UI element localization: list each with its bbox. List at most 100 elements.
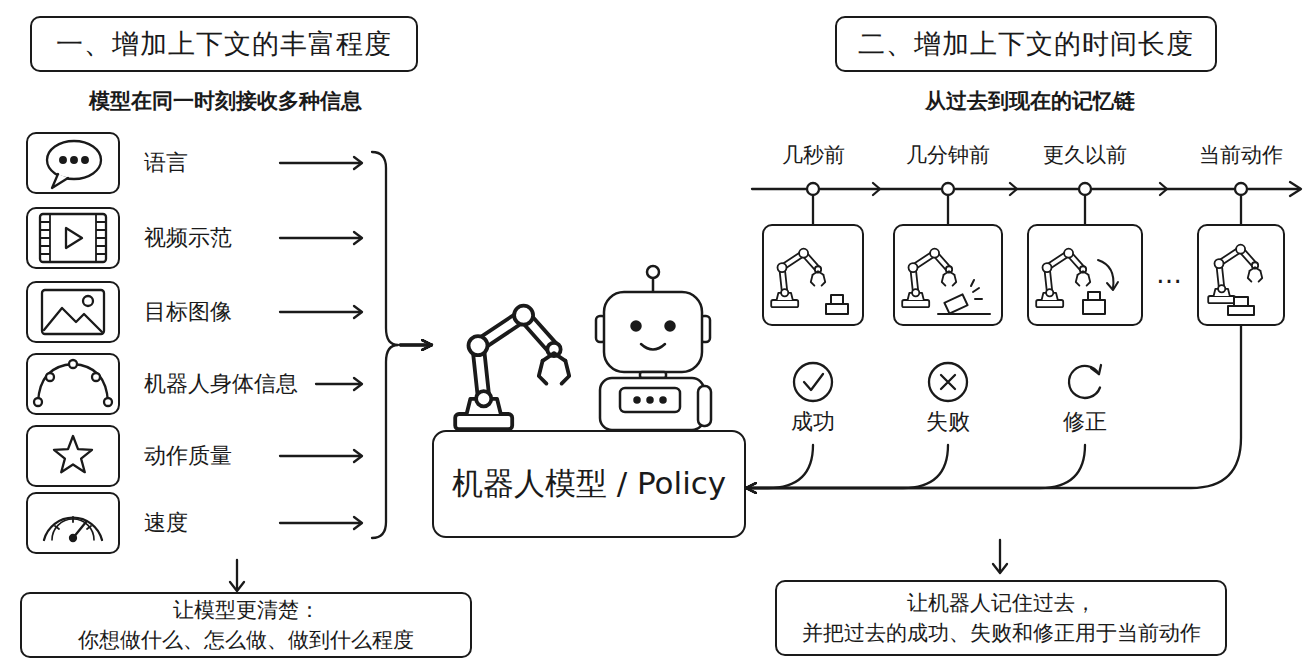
input-icons bbox=[34, 141, 112, 541]
summary-box: 让机器人记住过去，并把过去的成功、失败和修正用于当前动作 bbox=[775, 580, 1227, 656]
input-icon-box: 速度 bbox=[26, 492, 280, 554]
panel-dot bbox=[635, 398, 640, 403]
frame-outline bbox=[893, 224, 1003, 326]
input-icon-box: 动作质量 bbox=[26, 425, 280, 487]
connector-arrow bbox=[280, 238, 432, 345]
arrow-head bbox=[354, 306, 362, 318]
summary-text: 你想做什么、怎么做、做到什么程度 bbox=[78, 625, 414, 655]
policy-label: 机器人模型 / Policy bbox=[452, 463, 726, 505]
title-text: 二、增加上下文的时间长度 bbox=[858, 26, 1194, 62]
timeline bbox=[752, 182, 1301, 224]
timeline-dot bbox=[942, 183, 954, 195]
play-icon bbox=[66, 228, 82, 248]
robot-antenna-ball bbox=[647, 266, 659, 278]
input-icon-box: 语言 bbox=[26, 132, 280, 194]
icon-frame bbox=[26, 492, 120, 554]
mountain-icon bbox=[44, 308, 102, 332]
connector-arrow bbox=[280, 163, 432, 345]
connector-arrow bbox=[280, 312, 432, 345]
joint-dot bbox=[104, 398, 112, 406]
input-label: 动作质量 bbox=[144, 425, 232, 487]
robot-figure bbox=[596, 266, 711, 430]
status-label: 修正 bbox=[987, 406, 1183, 438]
joint-dot bbox=[34, 398, 42, 406]
retry-arc bbox=[1069, 366, 1100, 398]
connector-arrow bbox=[746, 326, 1241, 488]
film-strip-icon bbox=[40, 214, 106, 262]
section-title-box: 二、增加上下文的时间长度 bbox=[835, 16, 1217, 72]
subtitle: 从过去到现在的记忆链 bbox=[820, 86, 1240, 116]
ground-line bbox=[938, 313, 990, 315]
arrow-head bbox=[354, 450, 362, 462]
input-label: 机器人身体信息 bbox=[144, 353, 298, 415]
input-label: 视频示范 bbox=[144, 207, 232, 269]
input-label: 语言 bbox=[144, 132, 188, 194]
failure-circle bbox=[929, 363, 967, 401]
icon-frame bbox=[26, 425, 120, 487]
timeline-chevron bbox=[1160, 183, 1167, 195]
frame-outline bbox=[1027, 224, 1143, 326]
timeline-chevron bbox=[1010, 183, 1017, 195]
joint-dot bbox=[92, 373, 100, 381]
policy-outline: 机器人模型 / Policy bbox=[432, 430, 746, 538]
memory-frame: 当前动作 bbox=[1197, 140, 1285, 326]
icon-frame bbox=[26, 132, 120, 194]
input-icon-box: 视频示范 bbox=[26, 207, 280, 269]
block bbox=[1228, 306, 1254, 315]
memory-frame: 几分钟前失败 bbox=[893, 140, 1003, 445]
block bbox=[1088, 292, 1100, 300]
down-arrow bbox=[999, 540, 1001, 572]
connector-arrow bbox=[746, 445, 813, 488]
policy-box: 机器人模型 / Policy bbox=[432, 262, 746, 538]
gauge-icon bbox=[44, 518, 102, 540]
robot-antenna bbox=[652, 278, 655, 292]
robot-illustration bbox=[455, 266, 711, 430]
input-icon-box: 目标图像 bbox=[26, 281, 280, 343]
timeline-head bbox=[1290, 182, 1301, 196]
robot-head bbox=[604, 292, 702, 372]
connector-arrow bbox=[746, 445, 1085, 488]
joint-dot bbox=[46, 373, 54, 381]
speech-dot bbox=[82, 157, 88, 163]
impact-marks bbox=[971, 280, 982, 299]
title-text: 一、增加上下文的丰富程度 bbox=[56, 26, 392, 62]
input-label: 目标图像 bbox=[144, 281, 232, 343]
connector-arrow bbox=[280, 345, 432, 523]
timeline-dot bbox=[1235, 183, 1247, 195]
icon-frame bbox=[26, 281, 120, 343]
block bbox=[1234, 297, 1248, 306]
icon-frame bbox=[26, 353, 120, 415]
cross-mark bbox=[941, 375, 955, 389]
arrow-head bbox=[354, 378, 362, 390]
time-label: 更久以前 bbox=[987, 140, 1183, 170]
timeline-tick bbox=[813, 195, 1241, 224]
section-title-box: 一、增加上下文的丰富程度 bbox=[30, 16, 418, 72]
time-label: 几秒前 bbox=[722, 140, 904, 170]
panel-dot bbox=[661, 398, 666, 403]
star-icon bbox=[54, 436, 92, 472]
status-label: 成功 bbox=[722, 406, 904, 438]
robot-arm-sketch bbox=[455, 306, 569, 430]
retry-arrow-head bbox=[1091, 365, 1101, 374]
correction-arrow bbox=[1098, 260, 1113, 288]
robot-side-arm bbox=[698, 386, 711, 426]
speech-bubble-tail bbox=[52, 174, 68, 188]
icon-frame bbox=[26, 207, 120, 269]
success-circle bbox=[794, 363, 832, 401]
timeline-chevron bbox=[873, 183, 880, 195]
correction-arrow-head bbox=[1107, 282, 1118, 290]
block bbox=[826, 304, 848, 314]
frame-outline bbox=[762, 224, 864, 326]
memory-frame: 几秒前成功 bbox=[762, 140, 864, 445]
falling-block bbox=[944, 294, 967, 313]
subtitle: 模型在同一时刻接收多种信息 bbox=[20, 86, 430, 116]
block bbox=[831, 295, 843, 304]
robot-smile bbox=[641, 344, 665, 350]
robot-eye bbox=[632, 322, 641, 331]
image-icon bbox=[42, 290, 104, 334]
robot-arm-sketch bbox=[1208, 245, 1262, 304]
robot-body bbox=[600, 378, 704, 430]
connector-arrow bbox=[746, 445, 948, 488]
